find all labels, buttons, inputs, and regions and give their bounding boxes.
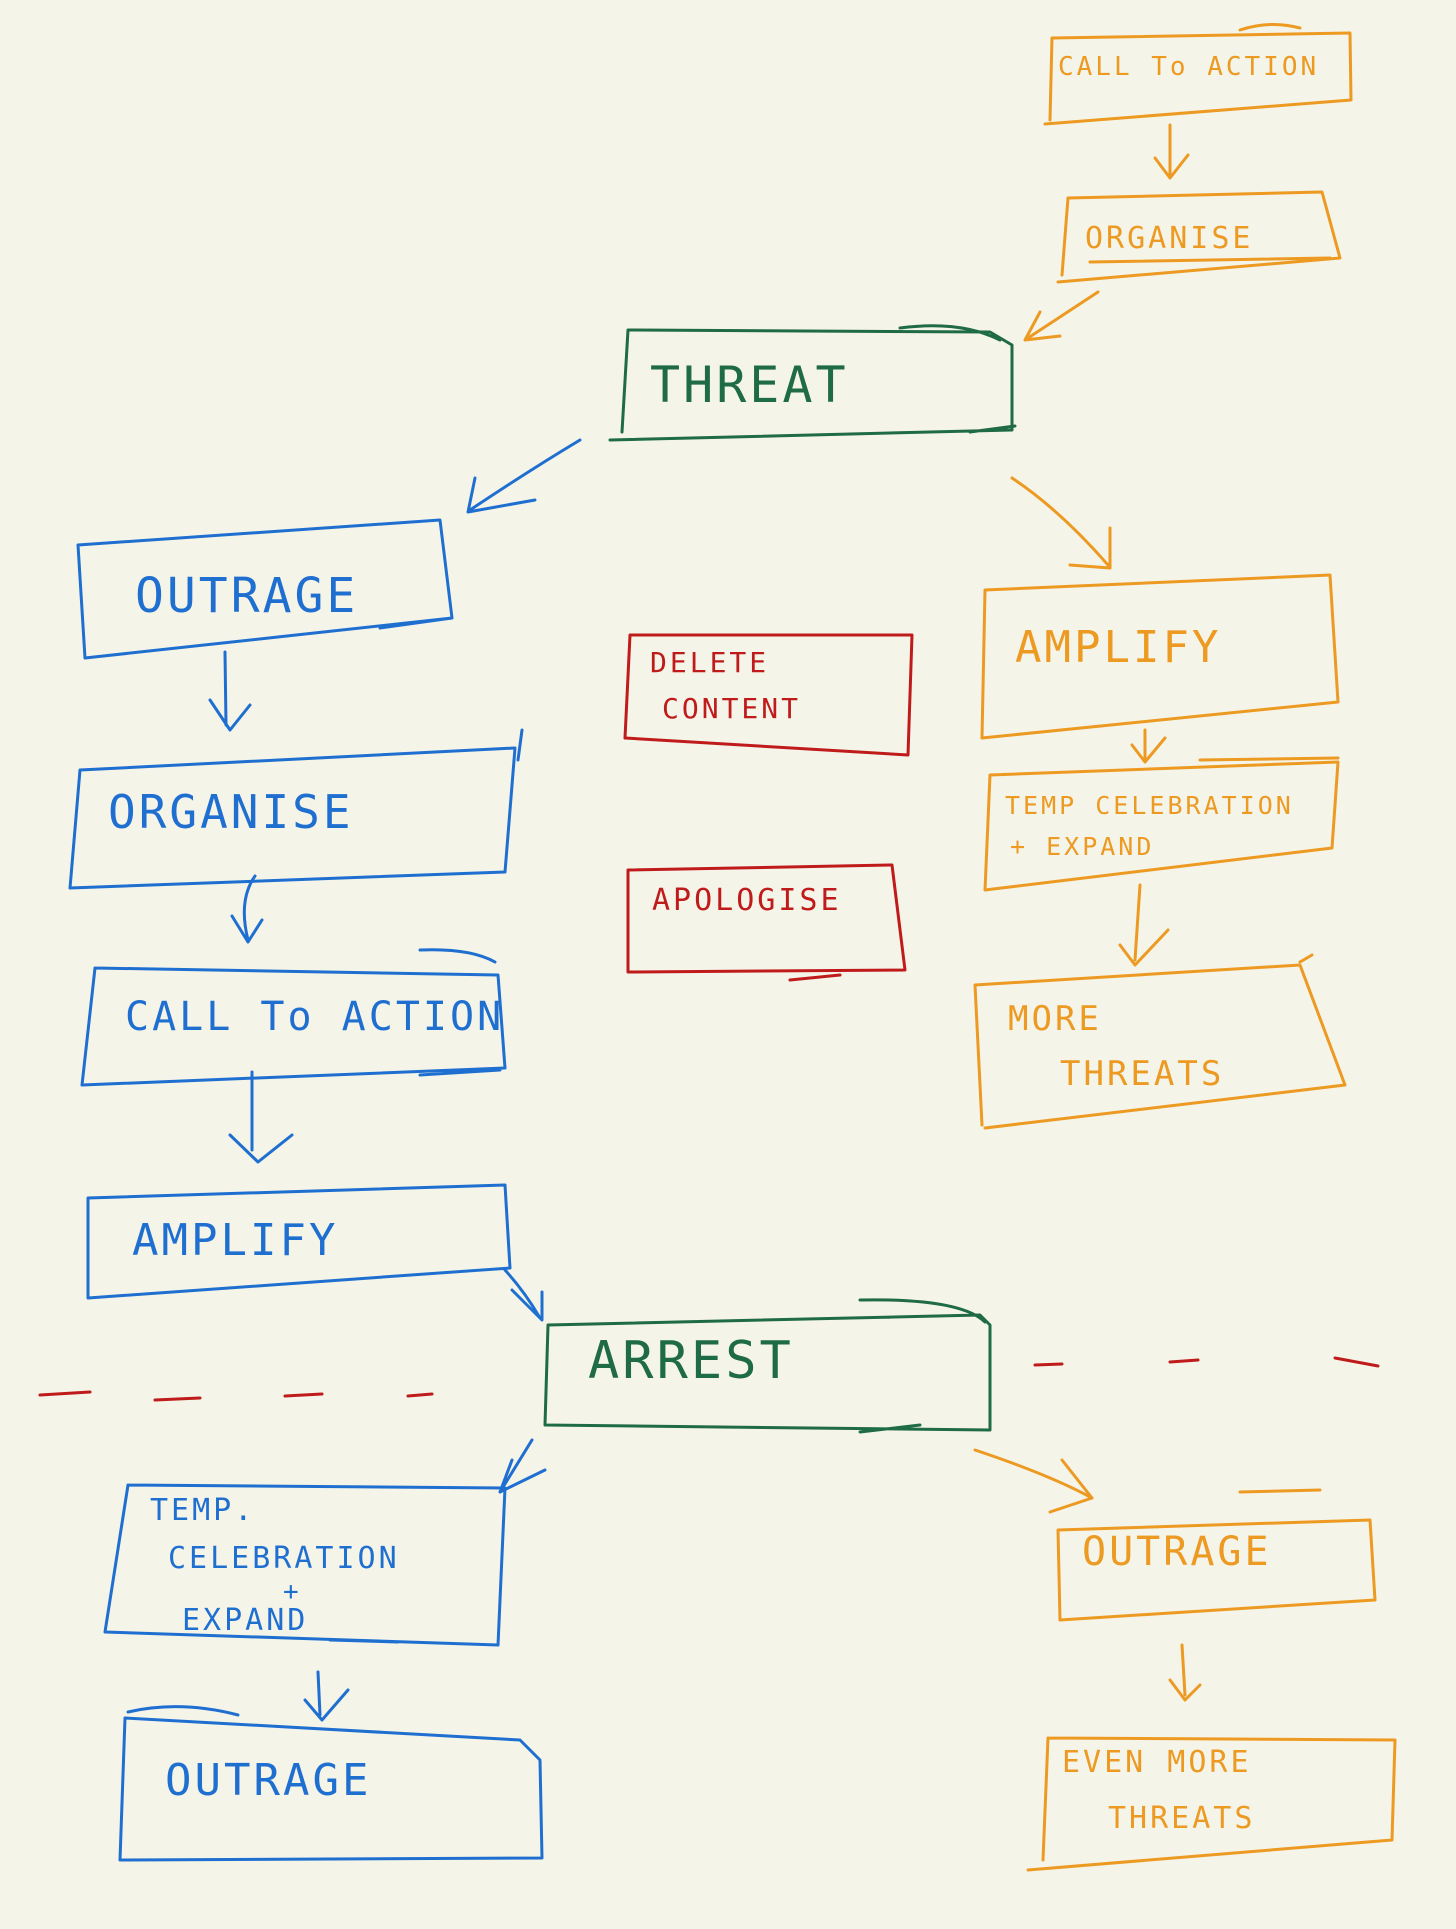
- arrow-temp-celebration-to-outrage-bottom-left: [303, 1670, 350, 1722]
- call-to-action-left-label: CALL To ACTION: [125, 994, 504, 1040]
- amplify-right-label: AMPLIFY: [1015, 622, 1221, 673]
- arrow-outrage-to-organise-left: [208, 650, 252, 732]
- node-amplify-left: AMPLIFY: [86, 1183, 512, 1300]
- temp-celebration-left-label-4: EXPAND: [182, 1603, 308, 1638]
- dashed-divider: [38, 1356, 1380, 1402]
- node-temp-celebration-right: TEMP CELEBRATION + EXPAND: [983, 756, 1340, 892]
- node-even-more-threats: EVEN MORE THREATS: [1026, 1736, 1397, 1872]
- arrow-cta-to-amplify-left: [228, 1070, 294, 1164]
- node-more-threats: MORE THREATS: [973, 953, 1347, 1130]
- arrest-label: ARREST: [588, 1331, 794, 1391]
- arrow-arrest-to-outrage-bottom-right: [973, 1448, 1094, 1514]
- temp-celebration-left-label-3: +: [283, 1577, 302, 1607]
- more-threats-label-1: MORE: [1008, 999, 1102, 1039]
- arrow-threat-to-amplify-right: [1010, 476, 1112, 570]
- arrow-amplify-to-temp-celebration-right: [1130, 728, 1167, 764]
- organise-left-label: ORGANISE: [108, 785, 354, 839]
- outrage-left-label: OUTRAGE: [135, 568, 358, 624]
- amplify-left-label: AMPLIFY: [132, 1215, 338, 1266]
- node-temp-celebration-left: TEMP. CELEBRATION + EXPAND: [103, 1483, 507, 1647]
- arrow-cta-to-organise-top: [1153, 123, 1190, 180]
- threat-label: THREAT: [650, 356, 849, 414]
- temp-celebration-right-label-1: TEMP CELEBRATION: [1005, 791, 1294, 820]
- arrow-threat-to-outrage-left: [466, 438, 582, 514]
- apologise-label: APOLOGISE: [652, 883, 842, 918]
- temp-celebration-right-label-2: + EXPAND: [1010, 832, 1154, 861]
- node-threat: THREAT: [608, 324, 1017, 442]
- call-to-action-top-label: CALL To ACTION: [1058, 52, 1319, 82]
- even-more-threats-label-2: THREATS: [1108, 1801, 1255, 1836]
- node-call-to-action-top: CALL To ACTION: [1043, 23, 1353, 126]
- node-amplify-right: AMPLIFY: [980, 573, 1340, 740]
- arrow-temp-celebration-to-more-threats: [1118, 883, 1170, 967]
- node-outrage-bottom-right: OUTRAGE: [1056, 1488, 1377, 1622]
- organise-top-label: ORGANISE: [1085, 221, 1254, 256]
- node-call-to-action-left: CALL To ACTION: [80, 948, 507, 1087]
- node-outrage-bottom-left: OUTRAGE: [118, 1705, 544, 1862]
- node-organise-left: ORGANISE: [68, 728, 524, 890]
- delete-content-label-1: DELETE: [650, 646, 769, 679]
- node-delete-content: DELETE CONTENT: [623, 633, 914, 757]
- arrow-organise-top-to-threat: [1023, 290, 1100, 342]
- delete-content-label-2: CONTENT: [662, 692, 801, 725]
- outrage-bottom-right-label: OUTRAGE: [1082, 1529, 1272, 1575]
- outrage-bottom-left-label: OUTRAGE: [165, 1755, 371, 1806]
- node-organise-top: ORGANISE: [1056, 190, 1342, 284]
- arrow-amplify-left-to-arrest: [503, 1268, 544, 1322]
- arrow-organise-to-cta-left: [230, 874, 264, 944]
- even-more-threats-label-1: EVEN MORE: [1062, 1745, 1252, 1780]
- temp-celebration-left-label-1: TEMP.: [150, 1493, 255, 1528]
- more-threats-label-2: THREATS: [1060, 1054, 1224, 1094]
- temp-celebration-left-label-2: CELEBRATION: [168, 1541, 400, 1576]
- node-apologise: APOLOGISE: [626, 863, 907, 982]
- node-outrage-left: OUTRAGE: [76, 518, 454, 660]
- arrow-outrage-to-even-more-threats: [1168, 1643, 1202, 1702]
- arrow-arrest-to-temp-celebration-left: [498, 1438, 547, 1494]
- node-arrest: ARREST: [543, 1298, 992, 1434]
